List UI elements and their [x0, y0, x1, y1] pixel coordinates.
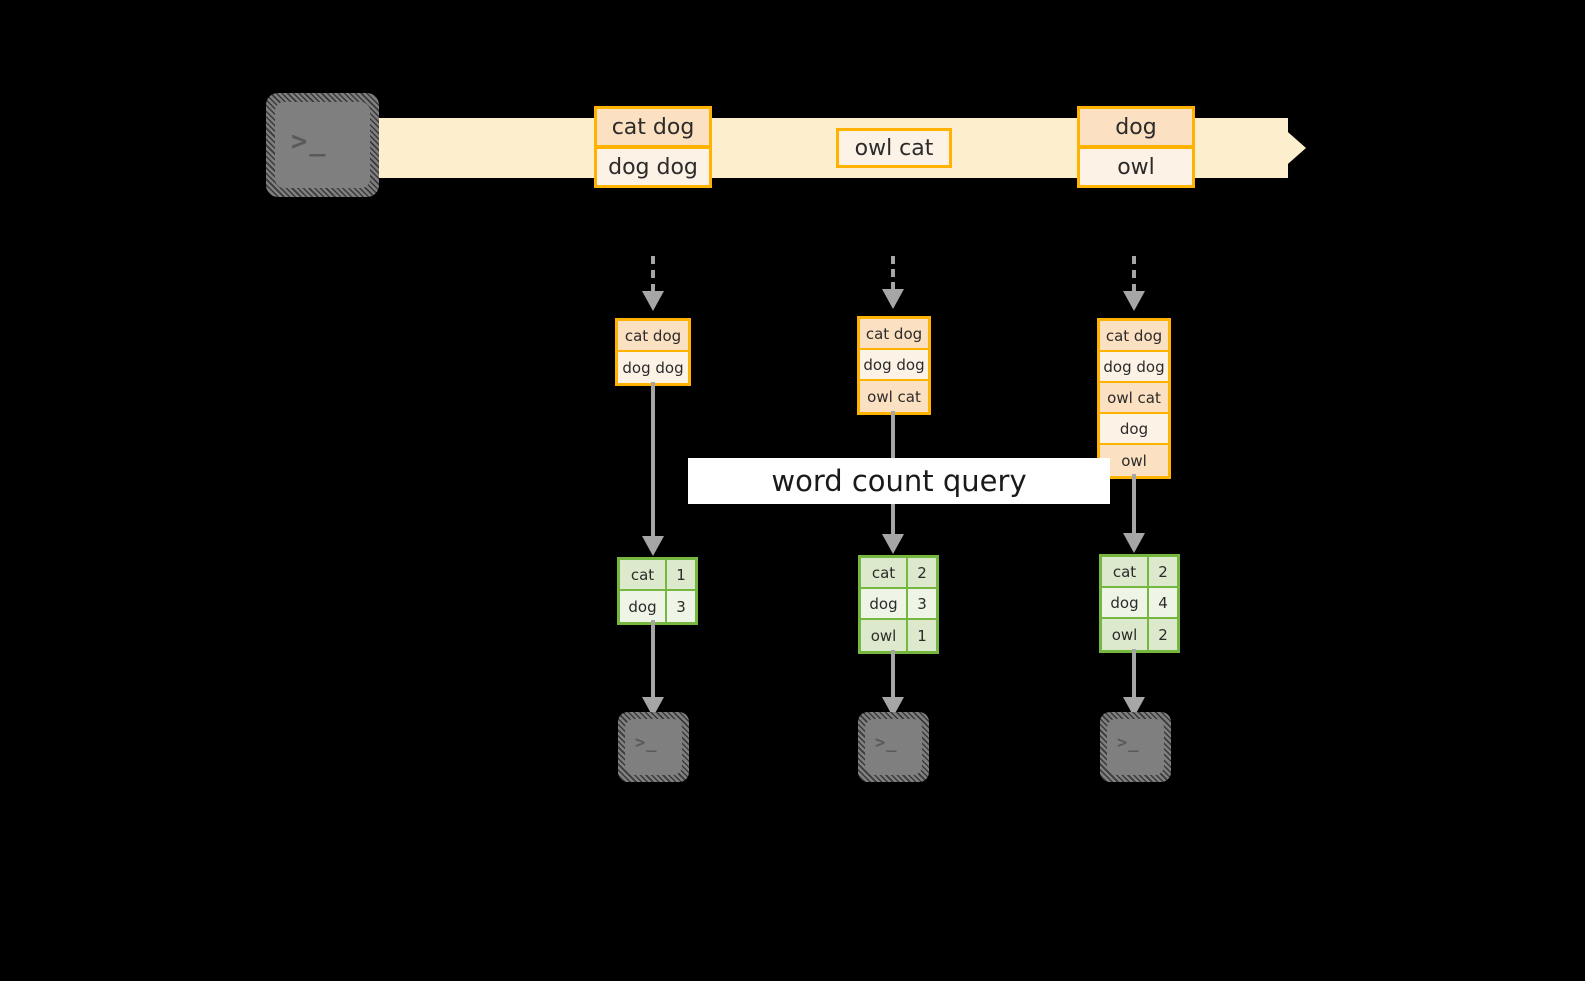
source-terminal-icon[interactable]: >_ [266, 93, 379, 197]
result-to-sink-connector [1132, 649, 1136, 698]
result-word: cat [620, 560, 667, 589]
input-table-row: owl [1100, 445, 1168, 476]
input-table[interactable]: cat dog dog dog owl cat [857, 316, 931, 415]
input-table-row: dog dog [860, 350, 928, 381]
input-table-row: owl cat [1100, 383, 1168, 414]
result-count: 4 [1149, 588, 1177, 617]
input-table-row: dog dog [1100, 352, 1168, 383]
stream-event[interactable]: owl cat [836, 128, 952, 168]
result-word: cat [861, 558, 908, 587]
result-table[interactable]: cat 2 dog 4 owl 2 [1099, 554, 1180, 653]
input-table-row: cat dog [618, 321, 688, 352]
terminal-prompt-glyph: >_ [1117, 733, 1140, 753]
terminal-screen: >_ [865, 719, 922, 775]
result-count: 2 [1149, 557, 1177, 586]
sink-terminal-icon[interactable]: >_ [858, 712, 929, 782]
result-count: 2 [908, 558, 936, 587]
result-table[interactable]: cat 2 dog 3 owl 1 [858, 555, 939, 654]
result-table[interactable]: cat 1 dog 3 [617, 557, 698, 625]
connector-arrowhead [882, 534, 904, 554]
input-table-row: dog [1100, 414, 1168, 445]
input-table-row: cat dog [1100, 321, 1168, 352]
stream-event[interactable]: dog [1077, 106, 1195, 148]
query-label-banner: word count query [688, 458, 1110, 504]
stream-event-text: dog dog [608, 154, 698, 180]
stream-arrowhead [1272, 118, 1306, 178]
table-row: owl 1 [861, 620, 936, 651]
stream-event-text: owl cat [854, 135, 934, 161]
stream-event[interactable]: cat dog [594, 106, 712, 148]
result-word: cat [1102, 557, 1149, 586]
result-count: 2 [1149, 619, 1177, 650]
stream-to-table-connector [1132, 256, 1136, 292]
sink-terminal-icon[interactable]: >_ [1100, 712, 1171, 782]
stream-event-text: cat dog [611, 114, 695, 140]
terminal-prompt-glyph: >_ [635, 733, 658, 753]
table-to-result-connector [1132, 474, 1136, 534]
table-row: cat 2 [1102, 557, 1177, 588]
stream-to-table-connector [651, 256, 655, 292]
terminal-screen: >_ [275, 102, 370, 188]
result-count: 3 [667, 591, 695, 622]
table-row: dog 3 [861, 589, 936, 620]
result-word: dog [1102, 588, 1149, 617]
connector-arrowhead [1123, 291, 1145, 311]
connector-arrowhead [642, 291, 664, 311]
connector-arrowhead [1123, 533, 1145, 553]
stream-event-text: owl [1117, 154, 1155, 180]
terminal-prompt-glyph: >_ [875, 733, 898, 753]
stream-event[interactable]: owl [1077, 146, 1195, 188]
result-count: 1 [908, 620, 936, 651]
input-table-row: owl cat [860, 381, 928, 412]
sink-terminal-icon[interactable]: >_ [618, 712, 689, 782]
stream-event-text: dog [1115, 114, 1157, 140]
table-row: dog 4 [1102, 588, 1177, 619]
table-row: cat 2 [861, 558, 936, 589]
result-count: 3 [908, 589, 936, 618]
input-table[interactable]: cat dog dog dog [615, 318, 691, 386]
terminal-prompt-glyph: >_ [291, 126, 328, 157]
result-count: 1 [667, 560, 695, 589]
connector-arrowhead [882, 289, 904, 309]
terminal-screen: >_ [625, 719, 682, 775]
result-word: owl [1102, 619, 1149, 650]
stream-event[interactable]: dog dog [594, 146, 712, 188]
connector-arrowhead [642, 536, 664, 556]
result-word: owl [861, 620, 908, 651]
query-label-text: word count query [771, 464, 1027, 498]
table-to-result-connector [651, 382, 655, 537]
result-to-sink-connector [891, 650, 895, 698]
stream-to-table-connector [891, 256, 895, 290]
table-row: owl 2 [1102, 619, 1177, 650]
result-word: dog [620, 591, 667, 622]
result-to-sink-connector [651, 620, 655, 698]
input-table-row: cat dog [860, 319, 928, 350]
input-table-row: dog dog [618, 352, 688, 383]
table-row: dog 3 [620, 591, 695, 622]
table-row: cat 1 [620, 560, 695, 591]
result-word: dog [861, 589, 908, 618]
terminal-screen: >_ [1107, 719, 1164, 775]
input-table[interactable]: cat dog dog dog owl cat dog owl [1097, 318, 1171, 479]
